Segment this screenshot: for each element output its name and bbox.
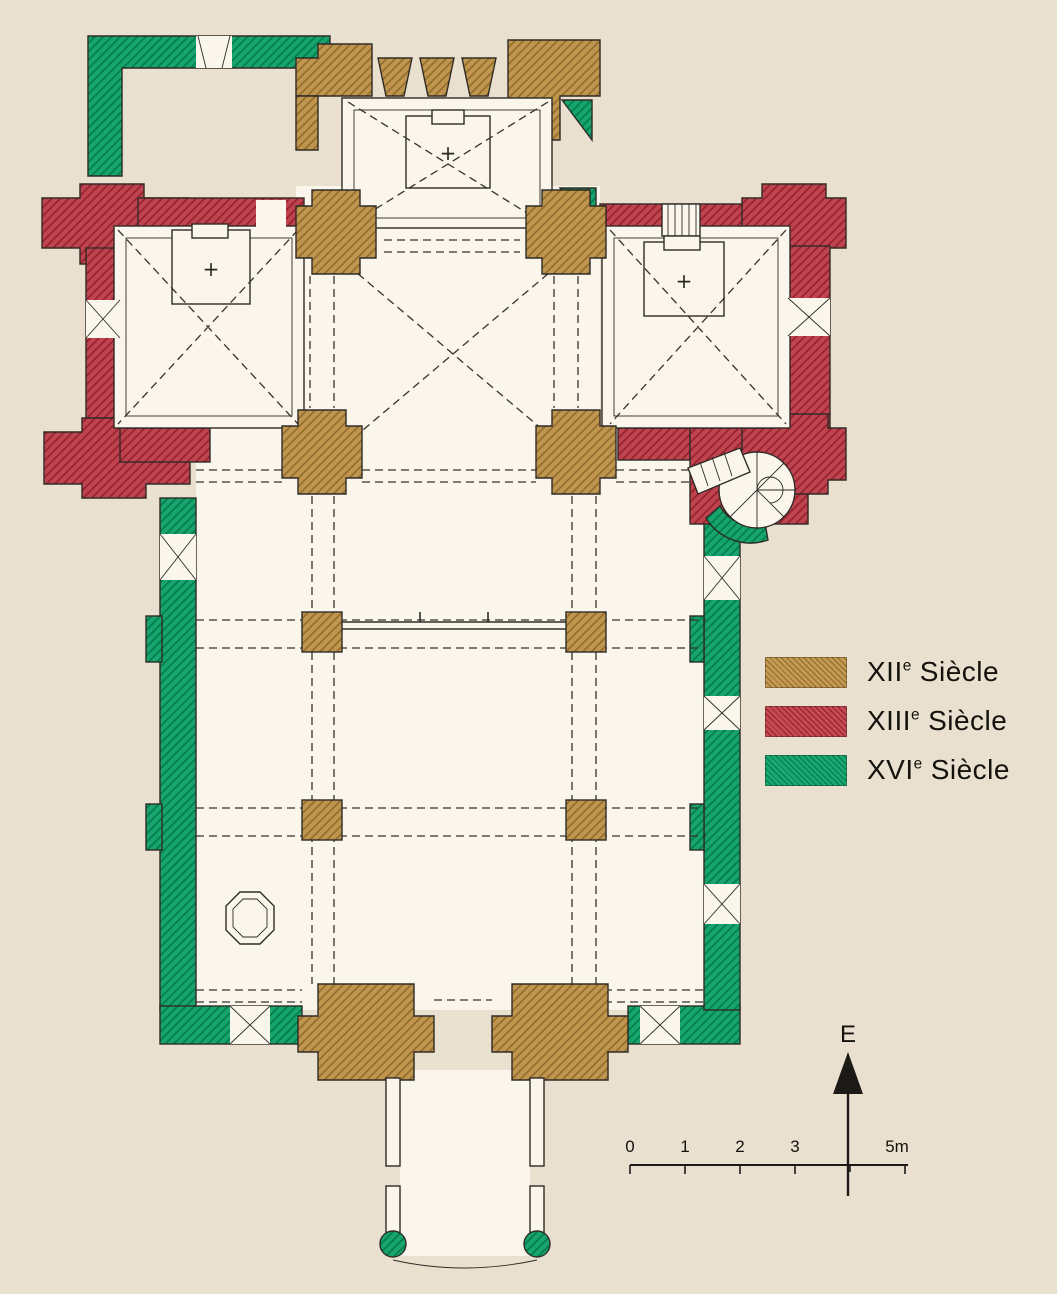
chancel-screen (342, 612, 566, 630)
stair-hatch (661, 203, 701, 237)
west-porch (379, 1077, 551, 1269)
scale-label-2: 2 (735, 1137, 744, 1156)
legend-swatch-xvi (765, 754, 847, 786)
scale-label-1: 1 (680, 1137, 689, 1156)
scale-label-0: 0 (625, 1137, 634, 1156)
compass-label: E (840, 1021, 856, 1048)
altar-cross-east: + (440, 141, 457, 165)
legend-swatch-xiii (765, 705, 847, 737)
scale-bar: 0 1 2 3 5m (625, 1137, 909, 1174)
baptismal-font (225, 891, 275, 945)
altars (171, 109, 725, 317)
scale-label-5m: 5m (885, 1137, 909, 1156)
altar-cross-south: + (676, 269, 693, 293)
east-chapel-buttresses (295, 39, 601, 151)
scale-label-3: 3 (790, 1137, 799, 1156)
vault-rib-lines (117, 101, 787, 1003)
spiral-stair (687, 447, 796, 529)
xii-century-piers (281, 189, 629, 1081)
east-arrow-icon: E (833, 1021, 863, 1196)
altar-cross-north: + (203, 257, 220, 281)
legend-swatch-xii (765, 656, 847, 688)
window-splays (85, 35, 831, 1045)
